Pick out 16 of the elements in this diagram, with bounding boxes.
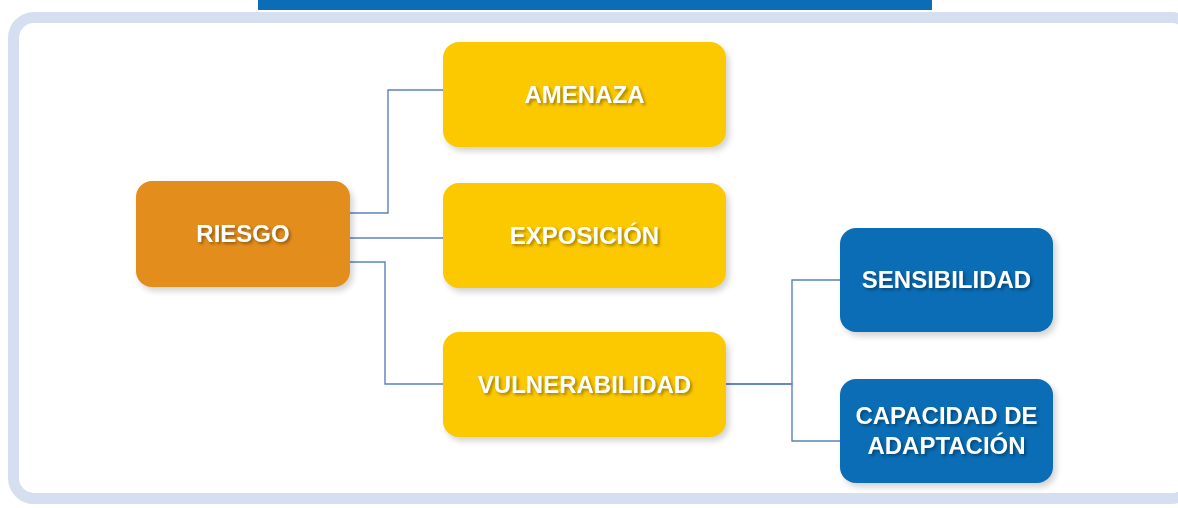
box-label: SENSIBILIDAD — [861, 265, 1032, 295]
concept-box — [840, 228, 1053, 332]
connector-line — [349, 89, 444, 214]
connector-line — [349, 261, 444, 385]
box-label: AMENAZA — [524, 79, 645, 110]
box-label: EXPOSICIÓN — [509, 220, 660, 251]
concept-box — [443, 42, 726, 147]
concept-box — [443, 183, 726, 288]
box-label: CAPACIDAD DE ADAPTACIÓN — [854, 401, 1039, 461]
box-label: VULNERABILIDAD — [477, 369, 692, 400]
concept-box — [136, 181, 350, 287]
connector-line — [725, 383, 841, 442]
connector-line — [349, 237, 444, 239]
concept-box — [443, 332, 726, 437]
box-label: RIESGO — [196, 219, 290, 249]
concept-box — [840, 379, 1053, 483]
